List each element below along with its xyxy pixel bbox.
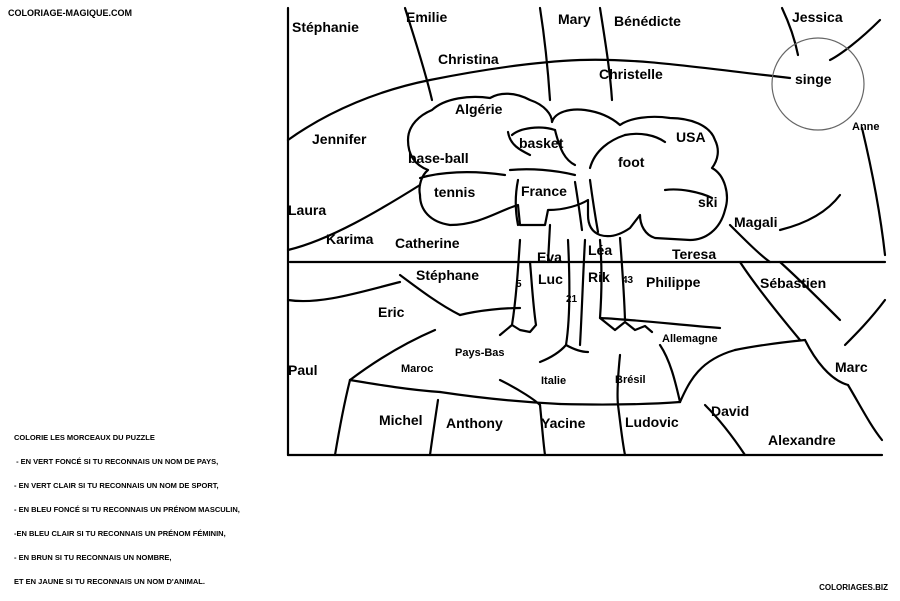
sun-shape [771, 37, 865, 131]
site-logo-top: COLORIAGE-MAGIQUE.COM [8, 8, 132, 18]
label-ludovic: Ludovic [625, 414, 679, 430]
label-algerie: Algérie [455, 101, 503, 117]
label-tennis: tennis [434, 184, 475, 200]
label-ski: ski [698, 194, 717, 210]
label-teresa: Teresa [672, 246, 716, 262]
label-christelle: Christelle [599, 66, 663, 82]
label-maroc: Maroc [401, 363, 433, 375]
instruction-line: - en bleu foncé si tu reconnais un préno… [14, 505, 240, 514]
label-laura: Laura [288, 202, 326, 218]
label-christina: Christina [438, 51, 499, 67]
label-luc: Luc [538, 271, 563, 287]
label-alexandre: Alexandre [768, 432, 836, 448]
label-yacine: Yacine [541, 415, 586, 431]
label-benedicte: Bénédicte [614, 13, 681, 29]
label-fortythree: 43 [622, 275, 634, 286]
label-catherine: Catherine [395, 235, 460, 251]
instruction-line: - en vert foncé si tu reconnais un nom d… [14, 457, 219, 466]
label-paysbas: Pays-Bas [455, 347, 505, 359]
instructions-title: Colorie les morceaux du puzzle [14, 433, 155, 442]
label-twentyone: 21 [566, 294, 578, 305]
instruction-line: et en jaune si tu reconnais un nom d'ani… [14, 577, 205, 586]
label-italie: Italie [541, 375, 566, 387]
label-karima: Karima [326, 231, 374, 247]
label-france: France [521, 183, 567, 199]
label-baseball: base-ball [408, 150, 469, 166]
instruction-line: - en vert clair si tu reconnais un nom d… [14, 481, 219, 490]
site-logo-bottom: COLORIAGES.BIZ [819, 583, 888, 592]
tree-trunks [498, 223, 654, 364]
label-five: 5 [516, 279, 522, 290]
label-usa: USA [676, 129, 706, 145]
label-emilie: Emilie [406, 9, 447, 25]
label-eric: Eric [378, 304, 405, 320]
label-michel: Michel [379, 412, 423, 428]
label-anne: Anne [852, 121, 880, 133]
label-sebastien: Sébastien [760, 275, 826, 291]
label-foot: foot [618, 154, 645, 170]
label-bresil: Brésil [615, 374, 646, 386]
tree-crown [406, 92, 729, 242]
label-philippe: Philippe [646, 274, 701, 290]
label-allemagne: Allemagne [662, 333, 718, 345]
instructions-block: Colorie les morceaux du puzzle - en vert… [14, 433, 274, 601]
label-david: David [711, 403, 749, 419]
label-paul: Paul [288, 362, 318, 378]
label-jessica: Jessica [792, 9, 843, 25]
label-magali: Magali [734, 214, 778, 230]
label-jennifer: Jennifer [312, 131, 367, 147]
label-mary: Mary [558, 11, 591, 27]
label-lea: Léa [588, 242, 612, 258]
label-stephane: Stéphane [416, 267, 479, 283]
label-stephanie: Stéphanie [292, 19, 359, 35]
label-marc: Marc [835, 359, 868, 375]
label-eva: Eva [537, 249, 562, 265]
region-lines [286, 6, 887, 457]
label-basket: basket [519, 135, 564, 151]
label-rik: Rik [588, 269, 610, 285]
instruction-line: -en bleu clair si tu reconnais un prénom… [14, 529, 226, 538]
label-singe: singe [795, 71, 832, 87]
label-anthony: Anthony [446, 415, 503, 431]
instruction-line: - en brun si tu reconnais un nombre, [14, 553, 172, 562]
puzzle-labels: Stéphanie Emilie Mary Bénédicte Jessica … [288, 9, 880, 448]
